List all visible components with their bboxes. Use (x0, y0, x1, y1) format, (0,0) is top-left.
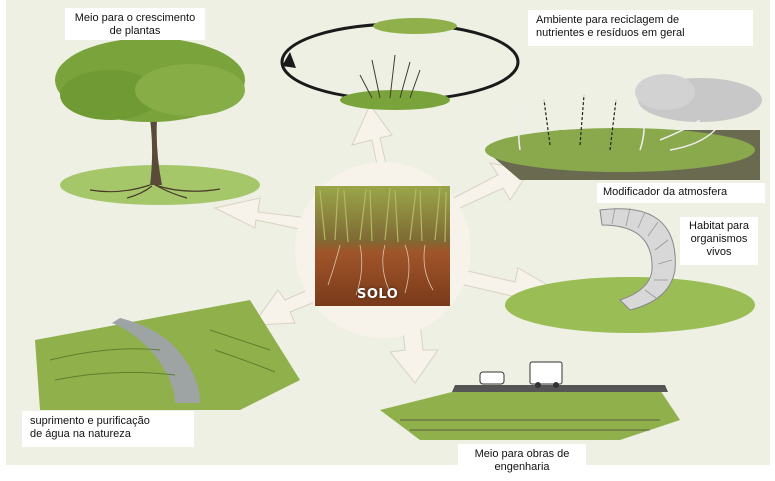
center-soil-label: SOLO (357, 287, 399, 302)
label-water-line1: suprimento e purificação (30, 415, 150, 427)
label-recycling: Ambiente para reciclagem de nutrientes e… (528, 10, 753, 46)
recycling-illustration (280, 18, 520, 110)
earthworm-icon (505, 207, 755, 333)
label-plants-line1: Meio para o crescimento (74, 12, 196, 24)
label-habitat: Habitat para organismos vivos (680, 217, 758, 265)
label-atmosphere: Modificador da atmosfera (597, 183, 765, 203)
label-recycling-line2: nutrientes e resíduos em geral (536, 27, 685, 39)
label-engineering: Meio para obras de engenharia (458, 444, 586, 478)
road-icon (380, 361, 680, 440)
tree-icon (55, 38, 260, 205)
stream-icon (35, 300, 300, 410)
label-habitat-line1: Habitat para (689, 220, 749, 232)
label-plants: Meio para o crescimento de plantas (65, 8, 205, 40)
label-water-line2: de água na natureza (30, 428, 131, 440)
label-atmosphere-line1: Modificador da atmosfera (603, 186, 728, 198)
label-habitat-line2: organismos (690, 233, 748, 245)
label-engineering-line1: Meio para obras de (474, 448, 570, 460)
label-recycling-line1: Ambiente para reciclagem de (536, 14, 680, 26)
label-habitat-line3: vivos (706, 246, 732, 258)
label-plants-line2: de plantas (109, 25, 161, 37)
label-engineering-line2: engenharia (494, 461, 550, 473)
label-water: suprimento e purificação de água na natu… (22, 411, 194, 447)
soil-photo (315, 186, 450, 306)
gas-exchange-icon (485, 74, 762, 180)
